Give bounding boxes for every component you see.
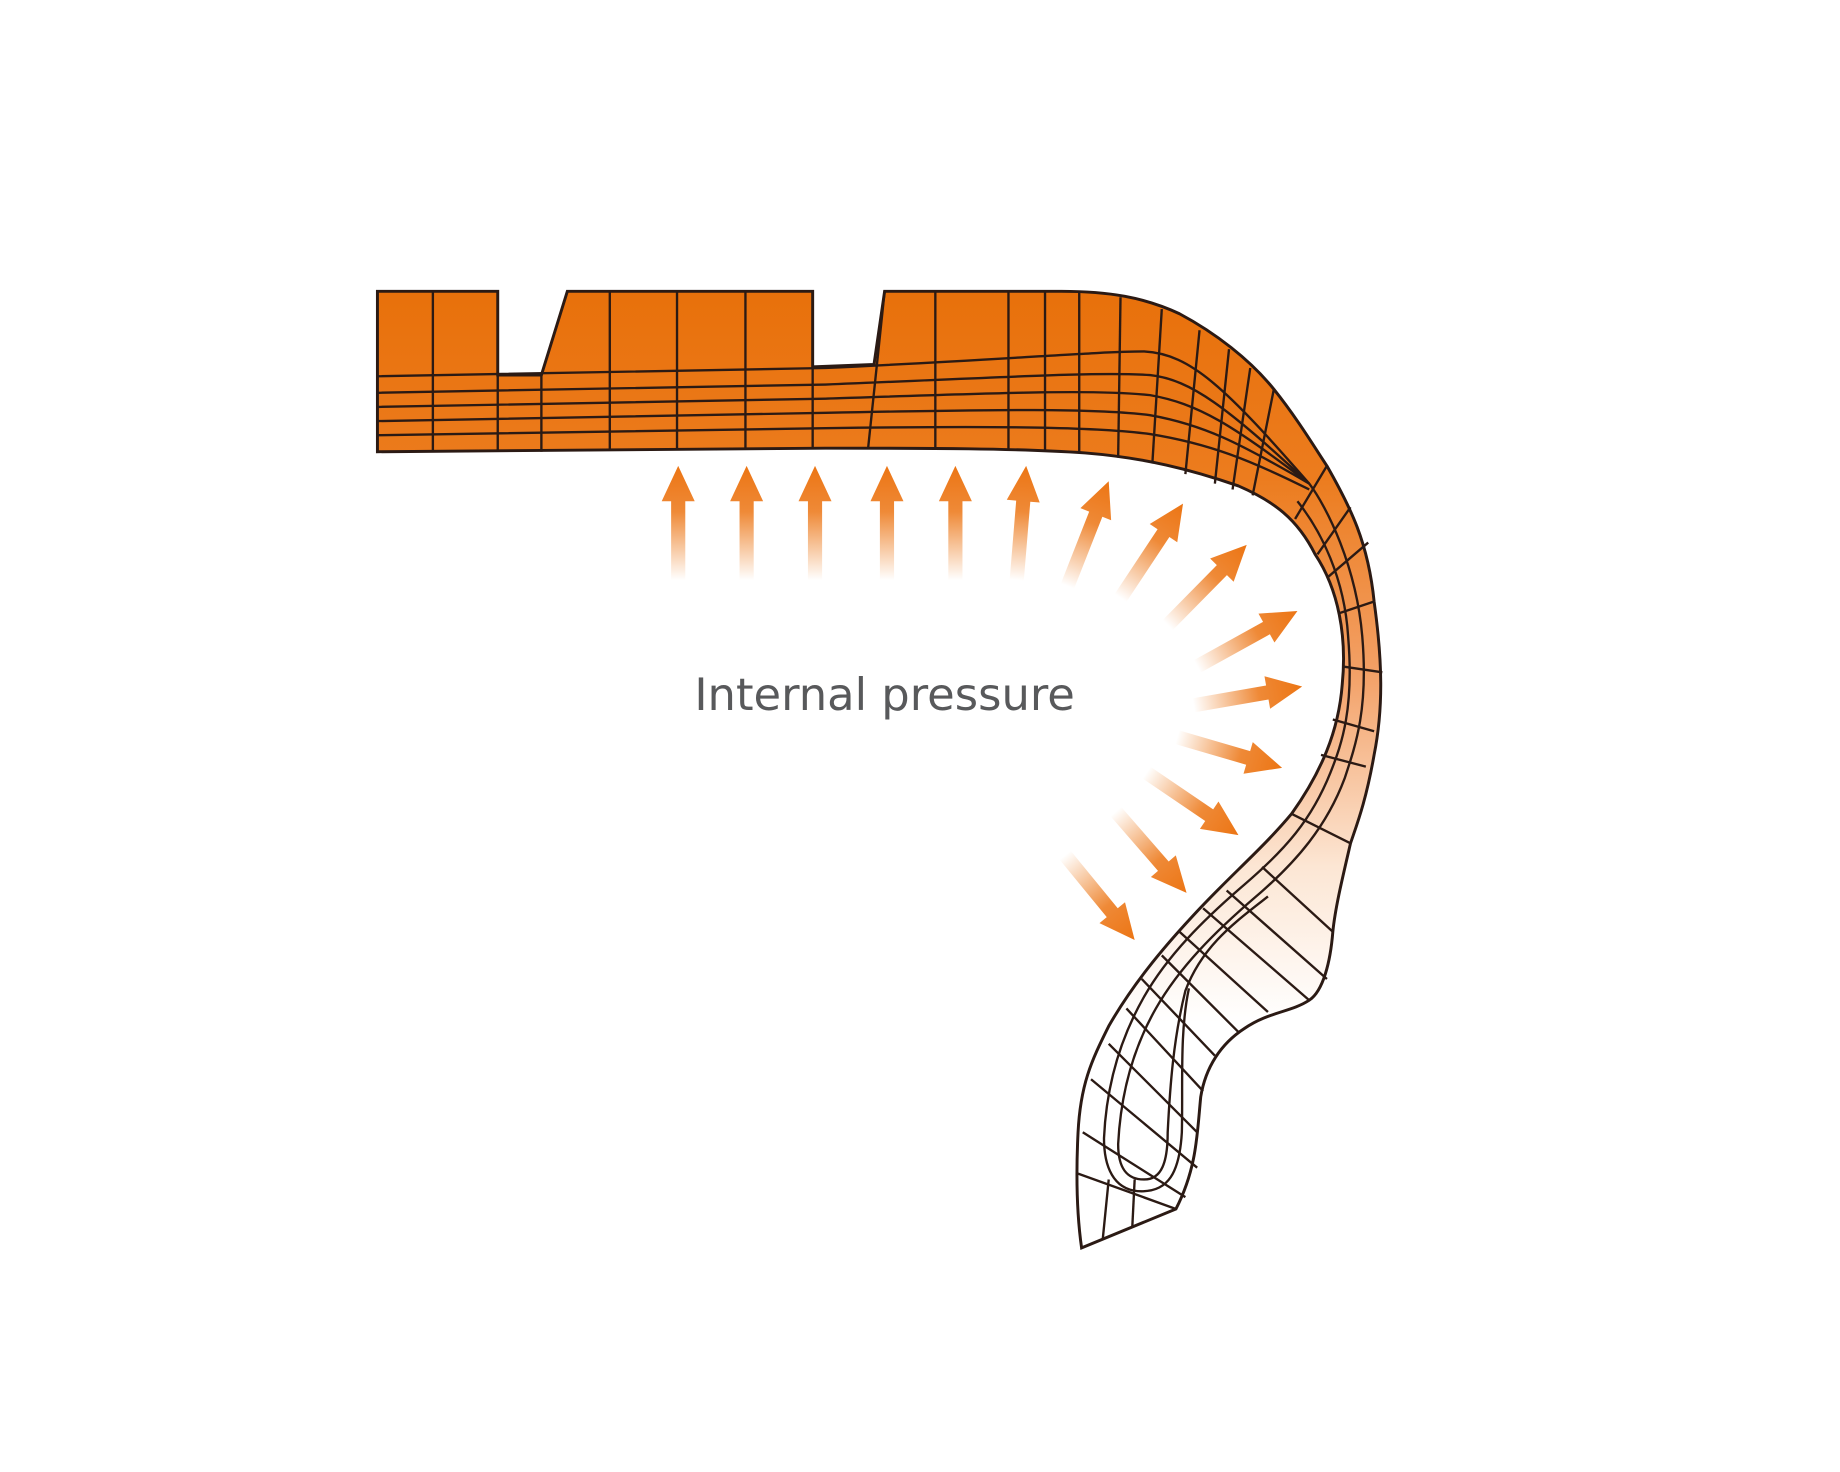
mesh-line bbox=[1332, 718, 1375, 733]
pressure-arrow bbox=[1175, 730, 1283, 774]
mesh-line bbox=[1090, 1078, 1198, 1169]
mesh-line bbox=[1342, 665, 1383, 674]
mesh-lines bbox=[377, 291, 1383, 1239]
pressure-arrow bbox=[1006, 465, 1040, 581]
mesh-line bbox=[1213, 349, 1231, 484]
pressure-arrow bbox=[661, 465, 695, 581]
mesh-line bbox=[1160, 954, 1240, 1033]
pressure-arrow bbox=[1114, 503, 1184, 602]
mesh-line bbox=[1131, 1179, 1136, 1227]
mesh-cross-lines bbox=[431, 291, 1383, 1239]
pressure-arrow bbox=[1192, 676, 1303, 713]
mesh-line bbox=[1316, 506, 1352, 556]
pressure-arrow bbox=[938, 465, 972, 581]
mesh-line bbox=[1101, 1179, 1110, 1239]
pressure-arrow bbox=[1142, 766, 1239, 836]
mesh-line bbox=[1125, 1007, 1204, 1092]
mesh-line bbox=[1294, 465, 1328, 520]
mesh-line bbox=[1116, 297, 1122, 458]
pressure-arrow bbox=[1060, 481, 1112, 589]
mesh-line bbox=[1291, 812, 1352, 845]
mesh-line bbox=[1231, 367, 1252, 490]
pressure-arrow bbox=[798, 465, 832, 581]
mesh-line bbox=[1251, 388, 1276, 496]
mesh-line bbox=[1261, 866, 1334, 933]
mesh-line bbox=[1178, 930, 1269, 1013]
tire-body bbox=[375, 289, 1383, 1250]
pressure-arrow bbox=[1162, 544, 1247, 631]
mesh-line bbox=[1151, 308, 1163, 464]
pressure-arrow bbox=[1193, 610, 1298, 673]
mesh-line bbox=[1338, 600, 1375, 615]
mesh-line bbox=[1077, 1172, 1177, 1211]
pressure-arrow bbox=[1110, 806, 1187, 893]
mesh-line bbox=[866, 291, 886, 449]
pressure-arrow bbox=[870, 465, 904, 581]
pressure-arrow bbox=[730, 465, 764, 581]
mesh-line bbox=[1326, 541, 1369, 579]
mesh-line bbox=[1082, 1131, 1187, 1199]
mesh-line bbox=[1140, 978, 1216, 1057]
mesh-line bbox=[1225, 889, 1328, 980]
mesh-line bbox=[1320, 753, 1367, 768]
internal-pressure-label: Internal pressure bbox=[694, 668, 1075, 721]
mesh-line bbox=[1184, 330, 1201, 475]
mesh-line bbox=[1202, 907, 1311, 1002]
pressure-arrows bbox=[661, 465, 1303, 941]
pressure-arrow bbox=[1059, 850, 1135, 941]
mesh-line bbox=[1107, 1043, 1199, 1134]
